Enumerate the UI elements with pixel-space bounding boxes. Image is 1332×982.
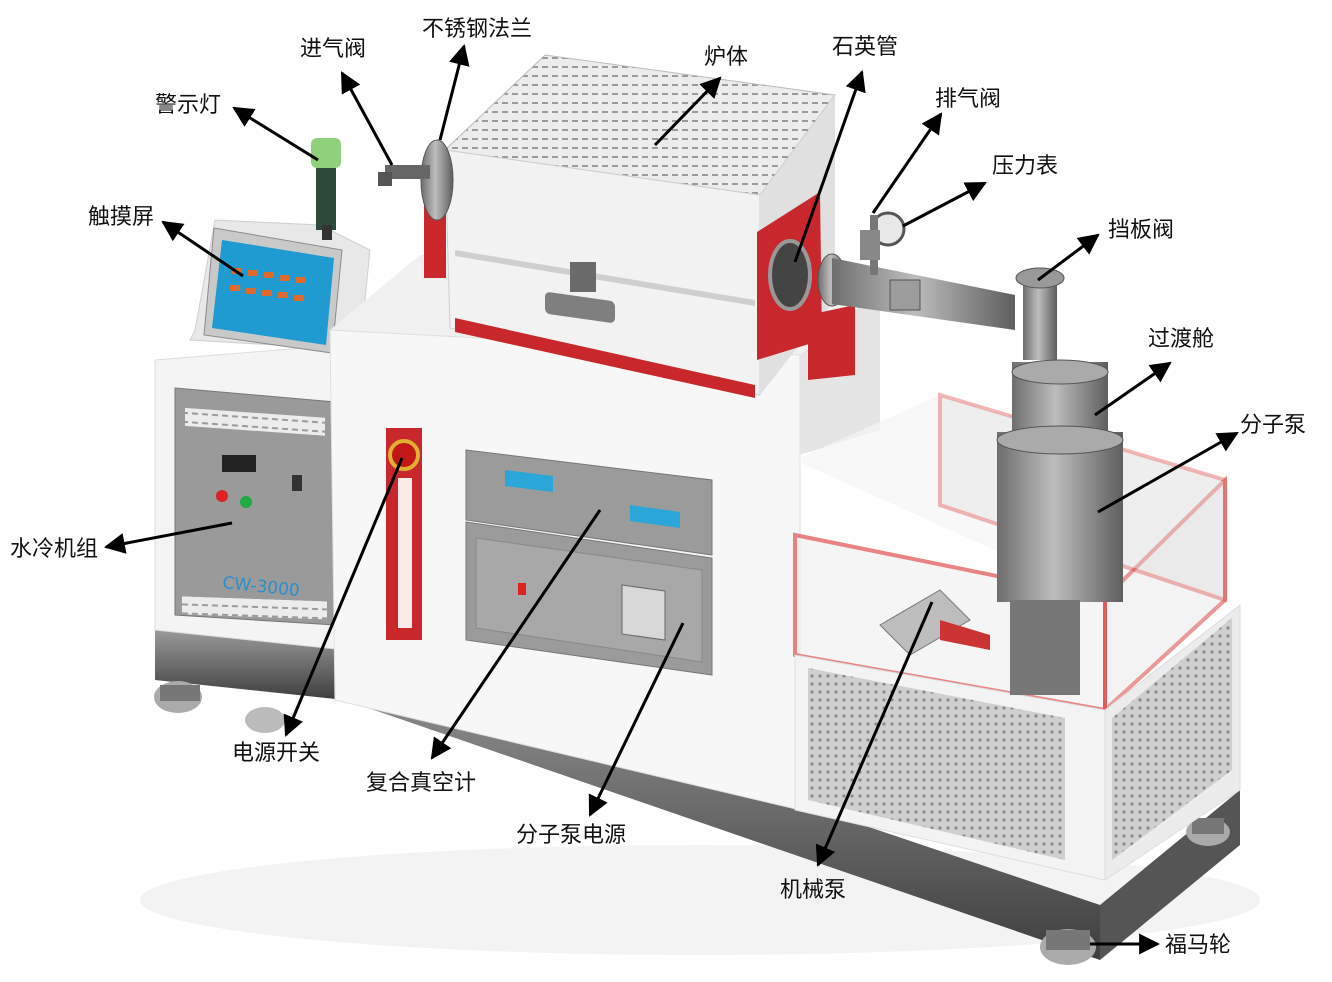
label-warning-light: 警示灯	[155, 93, 221, 118]
chiller-cabinet: CW-3000	[154, 344, 346, 651]
label-pump-power: 分子泵电源	[516, 823, 626, 848]
caster-right	[1186, 818, 1230, 846]
label-flange: 不锈钢法兰	[422, 17, 532, 42]
label-inlet-valve: 进气阀	[300, 37, 366, 62]
chiller-red-button[interactable]	[216, 490, 228, 502]
label-furnace-body: 炉体	[704, 45, 748, 70]
label-exhaust-valve: 排气阀	[935, 87, 1001, 112]
arrow-pump-power	[588, 622, 685, 817]
arrow-transition-chamber	[1094, 361, 1172, 417]
label-pressure-gauge: 压力表	[992, 154, 1058, 179]
mechanical-pump	[879, 589, 990, 656]
arrow-water-chiller	[103, 521, 233, 554]
callout-arrows	[103, 43, 1239, 955]
arrow-molecular-pump	[1097, 431, 1239, 514]
warning-light	[311, 138, 341, 240]
chiller-switch[interactable]	[292, 475, 302, 491]
furnace-latch[interactable]	[570, 262, 596, 292]
arrow-furnace-body	[653, 76, 722, 147]
arrow-warning-light	[232, 106, 319, 162]
caster-mid	[245, 707, 285, 733]
arrow-inlet-valve	[340, 71, 394, 166]
arrow-exhaust-valve	[871, 112, 943, 214]
arrow-flange	[438, 43, 470, 141]
arrow-vacuum-gauge	[430, 509, 602, 760]
caster-left	[154, 681, 202, 713]
inlet-flange-assembly	[378, 139, 454, 278]
label-mechanical-pump: 机械泵	[780, 878, 846, 903]
arrow-power-switch	[283, 457, 404, 737]
caster-front	[1040, 929, 1096, 965]
molecular-pump-body	[997, 432, 1123, 602]
label-touch-screen: 触摸屏	[88, 205, 154, 230]
arrow-mechanical-pump	[815, 601, 934, 867]
arrow-pressure-gauge	[902, 181, 987, 228]
arrow-touch-screen	[161, 220, 244, 278]
arrow-quartz-tube	[793, 70, 866, 263]
label-quartz-tube: 石英管	[832, 35, 898, 60]
molecular-pump-column	[996, 267, 1124, 695]
touch-screen-unit[interactable]	[189, 219, 371, 354]
vacuum-pipeline	[817, 211, 1015, 330]
arrow-baffle-valve	[1037, 233, 1100, 282]
label-vacuum-gauge: 复合真空计	[366, 771, 476, 796]
label-caster: 福马轮	[1165, 933, 1231, 958]
power-switch-knob[interactable]	[388, 439, 420, 471]
label-molecular-pump: 分子泵	[1240, 413, 1306, 438]
chiller-display	[222, 455, 256, 472]
label-baffle-valve: 挡板阀	[1108, 218, 1174, 243]
inlet-valve-body[interactable]	[385, 165, 430, 179]
caster-group	[154, 681, 1230, 965]
furnace-handle[interactable]	[545, 292, 615, 324]
label-power-switch: 电源开关	[232, 741, 320, 766]
label-water-chiller: 水冷机组	[10, 537, 98, 562]
furnace-body	[443, 54, 836, 398]
label-transition-chamber: 过渡舱	[1148, 327, 1214, 352]
callout-labels: 警示灯 进气阀 不锈钢法兰 炉体 石英管 排气阀 压力表 挡板阀 触摸屏 过渡舱…	[10, 17, 1306, 958]
chiller-green-button[interactable]	[240, 496, 252, 508]
main-cabinet	[329, 255, 880, 811]
